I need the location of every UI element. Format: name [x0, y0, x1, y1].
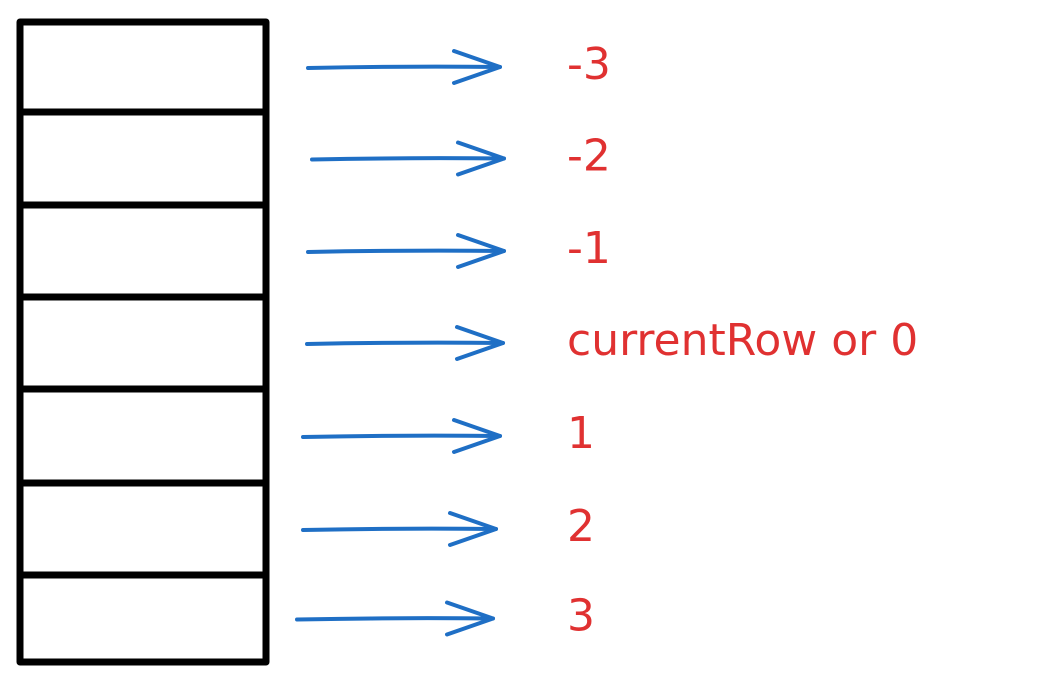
- row-offset-label: -3: [567, 39, 611, 90]
- arrow-head: [452, 418, 502, 454]
- arrow-head: [456, 233, 506, 269]
- arrow-shaft: [306, 248, 506, 254]
- arrow-head: [455, 325, 505, 361]
- arrow-right-icon: [305, 325, 505, 361]
- label-group: -3 -2 -1 currentRow or 0 1 2 3: [567, 39, 918, 642]
- arrow-shaft: [310, 156, 506, 162]
- row-offset-label: 1: [567, 408, 595, 459]
- row-cell: [16, 18, 270, 116]
- arrow-right-icon: [301, 511, 498, 547]
- row-cell: [16, 108, 270, 209]
- arrow-shaft: [301, 526, 498, 532]
- arrow-right-icon: [295, 600, 495, 637]
- arrow-group: [295, 49, 506, 637]
- row-stack: [16, 18, 270, 666]
- arrow-head: [445, 600, 495, 637]
- row-offset-label: 2: [567, 501, 595, 552]
- row-offset-label: -2: [567, 131, 611, 182]
- arrow-shaft: [305, 340, 505, 346]
- arrow-right-icon: [306, 49, 502, 85]
- row-cell: [16, 479, 270, 579]
- row-cell: [16, 293, 270, 393]
- arrow-shaft: [306, 64, 502, 70]
- arrow-right-icon: [301, 418, 502, 454]
- arrow-right-icon: [306, 233, 506, 269]
- arrow-head: [452, 49, 502, 85]
- row-offset-label: currentRow or 0: [567, 315, 918, 366]
- row-cell: [16, 201, 270, 301]
- arrow-head: [456, 140, 506, 177]
- arrow-right-icon: [310, 140, 506, 177]
- arrow-shaft: [295, 616, 495, 622]
- row-offset-label: 3: [567, 591, 595, 642]
- row-cell: [16, 571, 270, 666]
- row-offset-label: -1: [567, 223, 611, 274]
- row-cell: [16, 385, 270, 487]
- arrow-head: [448, 511, 498, 547]
- arrow-shaft: [301, 433, 502, 439]
